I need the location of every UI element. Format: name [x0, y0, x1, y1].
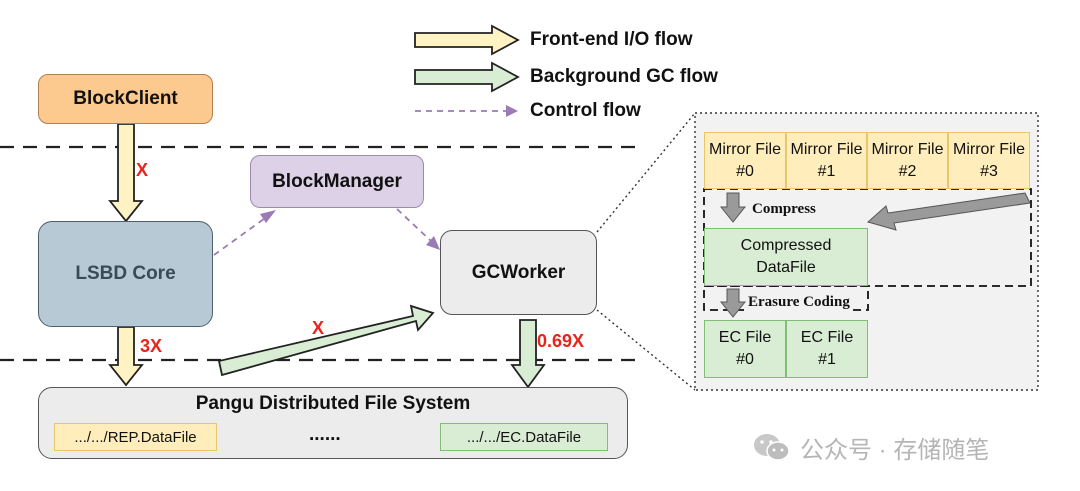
zoom-line-bottom	[596, 309, 696, 391]
mirror-file-1-id: #1	[817, 162, 836, 180]
mirror3-to-compressed-arrow	[866, 192, 1031, 231]
legend-gc-label: Background GC flow	[530, 66, 718, 87]
compressed-datafile-line2: DataFile	[756, 259, 816, 276]
ec-datafile: .../.../EC.DataFile	[440, 423, 608, 451]
compress-label: Compress	[752, 201, 816, 218]
gcworker-node: GCWorker	[440, 230, 597, 315]
legend-frontend-label: Front-end I/O flow	[530, 29, 693, 50]
mirror-file-2-name: Mirror File	[871, 140, 944, 158]
mirror-file-3: Mirror File #3	[948, 132, 1030, 189]
mirror-file-2: Mirror File #2	[867, 132, 948, 189]
lsbd-to-blockmanager-arrowhead	[260, 210, 276, 223]
mirror-file-1-name: Mirror File	[790, 140, 863, 158]
mirror-file-0-id: #0	[736, 162, 754, 180]
client-io-label: X	[136, 160, 149, 180]
lsbd-io-label: 3X	[140, 336, 163, 356]
legend-frontend-arrow	[414, 24, 520, 56]
legend-control-arrowhead	[506, 105, 518, 117]
watermark-text: 公众号 · 存储随笔	[800, 437, 990, 464]
gcworker-to-pangu-arrow	[510, 319, 546, 389]
mirror-file-0: Mirror File #0	[704, 132, 786, 189]
zoom-line-top	[596, 112, 696, 233]
ec-file-1-name: EC File	[800, 329, 854, 347]
file-ellipsis: ......	[309, 424, 341, 445]
ec-file-0: EC File #0	[704, 320, 786, 378]
blockmanager-to-gcworker-control	[396, 208, 433, 243]
blockmanager-node: BlockManager	[250, 155, 424, 208]
blockclient-node: BlockClient	[38, 74, 213, 124]
pangu-to-gcworker-arrow	[217, 304, 435, 377]
client-to-lsbd-arrow	[108, 123, 144, 223]
erasure-region	[703, 285, 869, 311]
lsbd-to-pangu-arrow	[108, 326, 144, 387]
gc-write-label: 0.69X	[537, 331, 585, 351]
watermark: 公众号 · 存储随笔	[752, 430, 989, 465]
compress-down-arrow	[719, 192, 747, 223]
mirror-file-2-id: #2	[898, 162, 917, 180]
wechat-icon	[754, 433, 790, 461]
erasure-coding-label: Erasure Coding	[748, 294, 850, 311]
pangu-read-label: X	[312, 318, 325, 338]
lsbd-core-node: LSBD Core	[38, 221, 213, 327]
legend-control-label: Control flow	[530, 100, 641, 121]
pangu-dfs-container: Pangu Distributed File System .../.../RE…	[38, 387, 628, 459]
rep-datafile: .../.../REP.DataFile	[54, 423, 217, 451]
lsbd-to-blockmanager-control	[213, 215, 269, 256]
pangu-dfs-title: Pangu Distributed File System	[195, 393, 471, 414]
ec-file-0-name: EC File	[718, 329, 772, 347]
mirror-file-1: Mirror File #1	[786, 132, 867, 189]
ec-file-1-id: #1	[818, 351, 836, 368]
mirror-file-3-name: Mirror File	[953, 140, 1025, 158]
erasure-down-arrow	[719, 288, 747, 318]
compressed-datafile-line1: Compressed	[740, 237, 832, 255]
ec-file-0-id: #0	[736, 351, 754, 368]
blockmanager-to-gcworker-arrowhead	[426, 236, 440, 250]
mirror-file-3-id: #3	[980, 162, 998, 180]
legend-gc-arrow	[414, 61, 520, 93]
ec-file-1: EC File #1	[786, 320, 868, 378]
mirror-file-0-name: Mirror File	[709, 140, 781, 158]
